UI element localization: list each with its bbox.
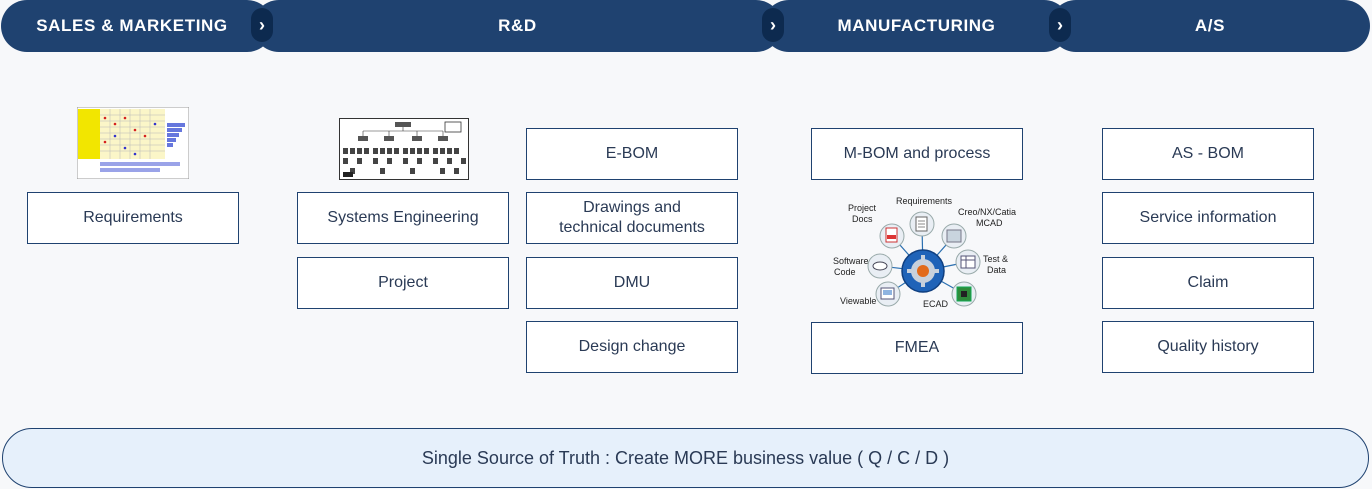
service-information-box: Service information: [1102, 192, 1314, 244]
box-label-line1: Drawings and: [583, 199, 681, 216]
chevron-right-icon: ›: [251, 8, 273, 42]
requirements-box: Requirements: [27, 192, 239, 244]
chevron-right-icon: ›: [762, 8, 784, 42]
box-label: Requirements: [83, 209, 183, 226]
hub-label-test-1: Test &: [983, 254, 1008, 264]
banner-text: Single Source of Truth : Create MORE bus…: [421, 447, 950, 468]
stage-as: A/S: [1050, 0, 1370, 52]
box-label: Quality history: [1157, 338, 1259, 355]
viewable-icon: [875, 281, 901, 307]
hub-label-project-docs-2: Docs: [852, 214, 873, 224]
stage-label: A/S: [1194, 16, 1226, 35]
mcad-icon: [941, 223, 967, 249]
hub-label-project-docs-1: Project: [848, 203, 877, 213]
box-label: FMEA: [894, 339, 940, 356]
as-bom-box: AS - BOM: [1102, 128, 1314, 180]
quality-history-box: Quality history: [1102, 321, 1314, 373]
mbom-box: M-BOM and process: [811, 128, 1023, 180]
systems-engineering-box: Systems Engineering: [297, 192, 509, 244]
design-change-box: Design change: [526, 321, 738, 373]
hub-label-requirements: Requirements: [896, 196, 953, 206]
hub-label-software-1: Software: [833, 256, 869, 266]
chevron-right-icon: ›: [1049, 8, 1071, 42]
software-code-icon: [867, 253, 893, 279]
stage-label: MANUFACTURING: [837, 16, 996, 35]
hub-label-test-2: Data: [987, 265, 1006, 275]
requirements-matrix-thumbnail: [77, 107, 189, 179]
single-source-of-truth-banner: Single Source of Truth : Create MORE bus…: [2, 428, 1369, 488]
hub-label-ecad: ECAD: [923, 299, 949, 309]
stage-rnd: R&D: [253, 0, 782, 52]
requirements-doc-icon: [909, 211, 935, 237]
box-label: Project: [378, 274, 428, 291]
ebom-box: E-BOM: [526, 128, 738, 180]
box-label: AS - BOM: [1171, 145, 1244, 162]
hub-label-viewable: Viewable: [840, 296, 876, 306]
hub-label-software-2: Code: [834, 267, 856, 277]
hub-label-mcad-2: MCAD: [976, 218, 1003, 228]
fmea-box: FMEA: [811, 322, 1023, 374]
box-label: Systems Engineering: [327, 209, 479, 226]
document-icon: [879, 223, 905, 249]
dmu-box: DMU: [526, 257, 738, 309]
gear-icon: [901, 249, 945, 293]
box-label: Service information: [1139, 209, 1277, 226]
box-label: Claim: [1187, 274, 1229, 291]
test-data-icon: [955, 249, 981, 275]
drawings-box: Drawings and technical documents: [526, 192, 738, 244]
stage-sales-marketing: SALES & MARKETING: [1, 0, 273, 52]
box-label: M-BOM and process: [843, 145, 991, 162]
box-label: E-BOM: [605, 145, 659, 162]
data-hub-diagram: Project Docs Requirements Creo/NX/Catia …: [833, 196, 1016, 309]
box-label: Design change: [578, 338, 686, 355]
claim-box: Claim: [1102, 257, 1314, 309]
ecad-icon: [951, 281, 977, 307]
systems-engineering-tree-thumbnail: [339, 118, 469, 180]
project-box: Project: [297, 257, 509, 309]
stage-manufacturing: MANUFACTURING: [763, 0, 1070, 52]
stage-label: R&D: [498, 16, 537, 35]
box-label: DMU: [613, 274, 651, 291]
stage-label: SALES & MARKETING: [36, 16, 228, 35]
hub-label-mcad-1: Creo/NX/Catia: [958, 207, 1016, 217]
box-label-line2: technical documents: [559, 219, 705, 236]
